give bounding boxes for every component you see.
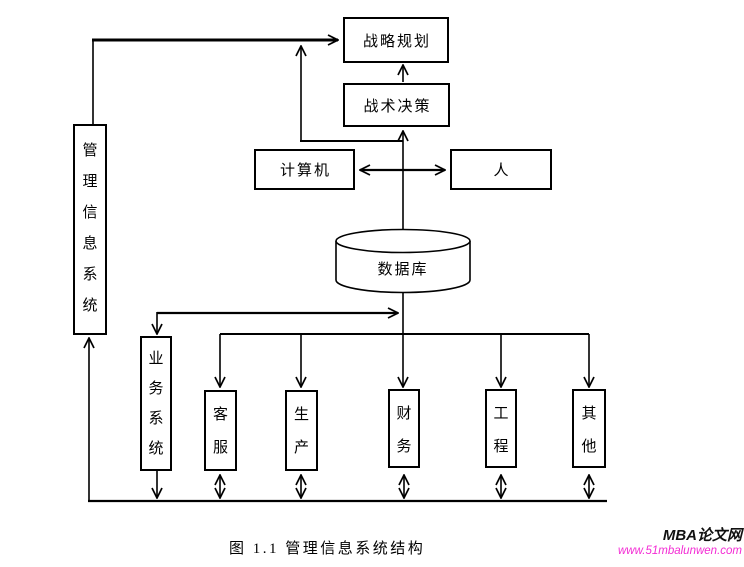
database-cylinder-icon xyxy=(335,228,471,294)
node-engineering-label: 工程 xyxy=(493,406,509,455)
node-other-label: 其他 xyxy=(581,406,597,455)
node-other: 其他 xyxy=(572,389,606,468)
arrows xyxy=(88,40,607,503)
node-production-label: 生产 xyxy=(294,407,310,456)
watermark: MBA论文网 www.51mbalunwen.com xyxy=(617,527,742,557)
node-management-information-system: 管理信息系统 xyxy=(73,124,107,335)
node-business-system: 业务系统 xyxy=(140,336,172,471)
node-tactical-decision: 战术决策 xyxy=(343,83,450,127)
node-strategic-planning: 战略规划 xyxy=(343,17,449,63)
node-human-label: 人 xyxy=(493,163,511,179)
figure-caption: 图 1.1 管理信息系统结构 xyxy=(229,541,426,557)
node-computer-label: 计算机 xyxy=(279,163,331,179)
node-finance: 财务 xyxy=(388,389,420,468)
node-tactical-decision-label: 战术决策 xyxy=(363,98,432,115)
node-production: 生产 xyxy=(285,390,318,471)
watermark-brand: MBA论文网 xyxy=(662,527,742,544)
node-engineering: 工程 xyxy=(485,389,517,468)
watermark-url: www.51mbalunwen.com xyxy=(617,544,742,557)
node-human: 人 xyxy=(450,149,552,190)
node-finance-label: 财务 xyxy=(396,406,412,455)
node-computer: 计算机 xyxy=(254,149,355,190)
node-service-label: 客服 xyxy=(213,407,229,456)
node-strategic-planning-label: 战略规划 xyxy=(362,33,431,50)
node-database-label: 数据库 xyxy=(377,262,429,278)
node-business-label: 业务系统 xyxy=(148,351,164,457)
node-mis-label: 管理信息系统 xyxy=(82,143,98,314)
node-customer-service: 客服 xyxy=(204,390,237,471)
